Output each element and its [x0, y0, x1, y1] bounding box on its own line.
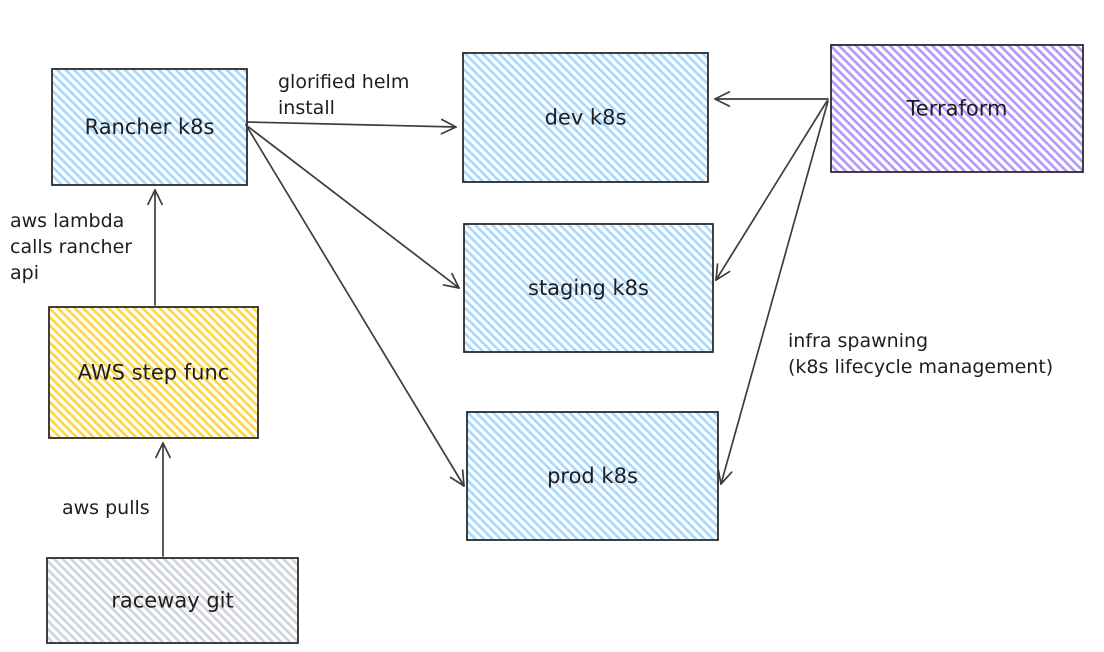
arrow-rancher-to-dev[interactable]: [246, 118, 457, 135]
node-label-terraform: Terraform: [906, 97, 1008, 121]
arrowhead-rancher-to-prod-1: [449, 476, 465, 487]
node-label-raceway-git: raceway git: [111, 589, 234, 613]
arrow-rancher-to-prod[interactable]: [245, 124, 465, 487]
node-box-raceway-git[interactable]: [46, 557, 299, 644]
arrowhead-rancher-to-staging-0: [451, 272, 460, 289]
arrow-line-rancher-to-staging[interactable]: [245, 124, 460, 289]
arrow-line-terraform-to-staging[interactable]: [715, 100, 828, 281]
arrowhead-stepfunc-to-rancher-0: [147, 189, 156, 206]
node-label-dev-k8s: dev k8s: [545, 106, 627, 130]
node-dev-k8s[interactable]: dev k8s: [462, 52, 709, 183]
label-line-infra-spawning-0: infra spawning: [788, 330, 928, 352]
label-infra-spawning[interactable]: infra spawning (k8s lifecycle management): [788, 330, 1053, 378]
arrowhead-git-to-stepfunc-0: [155, 442, 164, 459]
label-line-aws-lambda-calls-rancher-api-1: calls rancher: [10, 236, 132, 258]
arrow-line-rancher-to-prod[interactable]: [245, 124, 465, 487]
node-box-terraform[interactable]: [830, 44, 1084, 173]
arrow-terraform-to-staging[interactable]: [715, 100, 828, 281]
arrowhead-terraform-to-dev-0: [714, 98, 731, 107]
arrowhead-terraform-to-staging-1: [715, 263, 719, 281]
node-box-staging-k8s[interactable]: [463, 223, 714, 353]
node-box-rancher-k8s[interactable]: [51, 68, 248, 186]
label-line-infra-spawning-1: (k8s lifecycle management): [788, 356, 1053, 378]
arrowhead-terraform-to-dev-1: [714, 91, 731, 100]
label-aws-lambda-calls-rancher-api[interactable]: aws lambda calls rancher api: [10, 210, 132, 284]
arrowhead-git-to-stepfunc-1: [162, 442, 171, 459]
arrowhead-rancher-to-staging-1: [442, 284, 460, 289]
label-line-glorified-helm-install-1: install: [278, 97, 335, 119]
node-label-aws-step-func: AWS step func: [78, 361, 230, 385]
arrowhead-rancher-to-dev-1: [440, 126, 457, 135]
arrow-rancher-to-staging[interactable]: [245, 124, 460, 289]
node-aws-step-func[interactable]: AWS step func: [48, 306, 259, 439]
label-line-aws-lambda-calls-rancher-api-2: api: [10, 262, 39, 284]
node-raceway-git[interactable]: raceway git: [46, 557, 299, 644]
label-aws-pulls[interactable]: aws pulls: [62, 497, 150, 519]
arrow-line-terraform-to-prod[interactable]: [720, 100, 829, 485]
node-box-prod-k8s[interactable]: [466, 411, 719, 541]
node-box-dev-k8s[interactable]: [462, 52, 709, 183]
node-label-prod-k8s: prod k8s: [547, 464, 638, 488]
arrowhead-rancher-to-prod-0: [461, 469, 465, 487]
arrow-stepfunc-to-rancher[interactable]: [147, 189, 163, 306]
label-line-glorified-helm-install-0: glorified helm: [278, 71, 409, 93]
arrowhead-rancher-to-dev-0: [440, 118, 457, 128]
node-staging-k8s[interactable]: staging k8s: [463, 223, 714, 353]
node-box-aws-step-func[interactable]: [48, 306, 259, 439]
arrowhead-terraform-to-staging-0: [715, 270, 731, 281]
arrowhead-terraform-to-prod-0: [720, 471, 733, 485]
arrow-terraform-to-dev[interactable]: [714, 91, 829, 107]
label-glorified-helm-install[interactable]: glorified helm install: [278, 71, 409, 119]
arrow-git-to-stepfunc[interactable]: [155, 442, 171, 557]
node-rancher-k8s[interactable]: Rancher k8s: [51, 68, 248, 186]
arrowhead-stepfunc-to-rancher-1: [154, 189, 163, 206]
node-terraform[interactable]: Terraform: [830, 44, 1084, 173]
label-line-aws-pulls-0: aws pulls: [62, 497, 150, 519]
label-line-aws-lambda-calls-rancher-api-0: aws lambda: [10, 210, 124, 232]
node-label-rancher-k8s: Rancher k8s: [85, 115, 215, 139]
node-prod-k8s[interactable]: prod k8s: [466, 411, 719, 541]
arrow-terraform-to-prod[interactable]: [717, 100, 829, 485]
arrowhead-terraform-to-prod-1: [717, 467, 722, 485]
node-label-staging-k8s: staging k8s: [528, 276, 649, 300]
arrow-line-rancher-to-dev[interactable]: [246, 121, 457, 128]
